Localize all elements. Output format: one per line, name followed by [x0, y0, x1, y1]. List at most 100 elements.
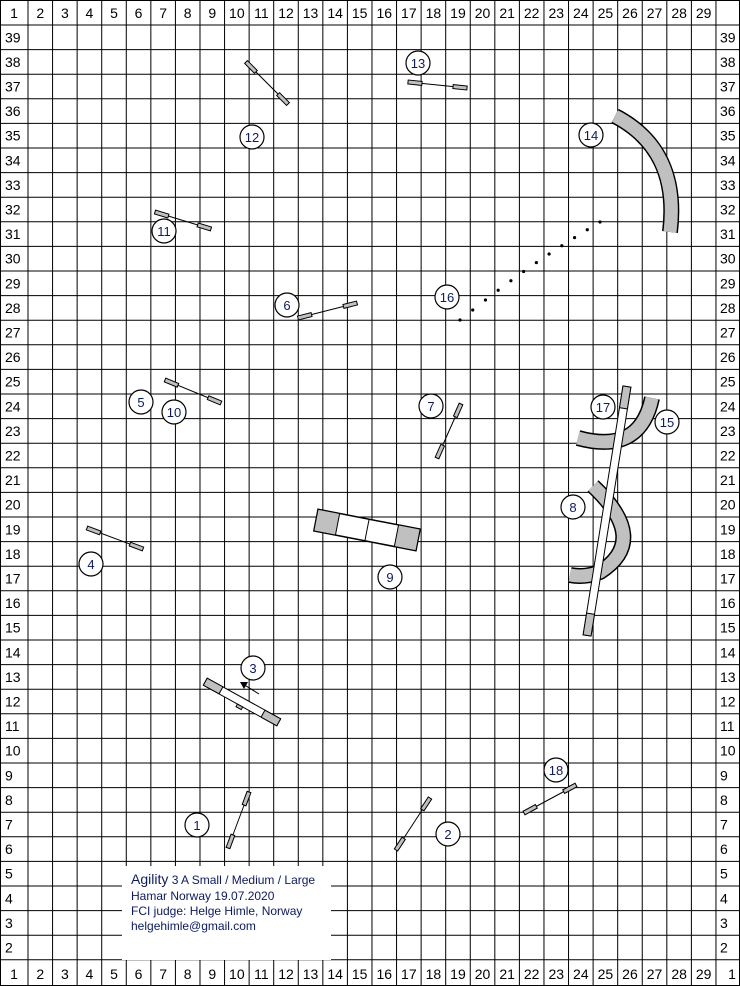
- row-label-left: 7: [5, 817, 13, 833]
- jump-wing: [419, 796, 433, 812]
- row-label-left: 3: [5, 915, 13, 931]
- row-label-left: 24: [5, 398, 21, 414]
- row-label-left: 5: [5, 866, 13, 882]
- row-label-right: 18: [720, 546, 736, 562]
- column-label-top: 28: [671, 5, 687, 21]
- row-label-left: 34: [5, 152, 21, 168]
- course-title: Agility: [131, 871, 169, 887]
- row-label-right: 27: [720, 325, 736, 341]
- column-label-top: 10: [229, 5, 245, 21]
- row-label-left: 16: [5, 595, 21, 611]
- jump-4: [85, 525, 145, 552]
- column-label-top: 22: [524, 5, 540, 21]
- row-label-right: 10: [720, 743, 736, 759]
- jump-wing: [243, 59, 259, 75]
- number-label: 18: [549, 763, 563, 778]
- row-label-right: 28: [720, 300, 736, 316]
- row-label-left: 25: [5, 374, 21, 390]
- jump-7: [434, 402, 464, 460]
- row-label-left: 26: [5, 349, 21, 365]
- row-label-right: 39: [720, 29, 736, 45]
- row-label-left: 39: [5, 29, 21, 45]
- column-label-bottom: 22: [524, 966, 540, 982]
- column-label-top: 21: [499, 5, 515, 21]
- number-circle: [543, 757, 569, 783]
- row-label-left: 23: [5, 423, 21, 439]
- row-label-left: 8: [5, 792, 13, 808]
- column-label-bottom: 12: [278, 966, 294, 982]
- column-label-top: 6: [135, 5, 143, 21]
- row-label-left: 11: [5, 718, 20, 734]
- row-label-right: 20: [720, 497, 736, 513]
- row-label-right: 31: [720, 226, 736, 242]
- number-label: 9: [386, 570, 393, 585]
- weave-pole: [458, 318, 462, 322]
- jump-13: [407, 79, 468, 91]
- column-label-top: 3: [61, 5, 69, 21]
- number-circle: [590, 394, 616, 420]
- obstacle-number-18: 18: [543, 757, 569, 783]
- number-label: 1: [193, 818, 200, 833]
- jump-wing: [522, 803, 538, 816]
- row-label-right: 21: [720, 472, 736, 488]
- row-label-right: 22: [720, 448, 736, 464]
- number-circle: [434, 284, 460, 310]
- obstacle-number-9: 9: [377, 564, 403, 590]
- row-label-right: 24: [720, 398, 736, 414]
- row-label-right: 6: [720, 841, 728, 857]
- column-label-bottom: 5: [110, 966, 118, 982]
- number-circle: [405, 50, 431, 76]
- row-label-right: 11: [720, 718, 735, 734]
- column-label-top: 23: [548, 5, 564, 21]
- number-circle: [128, 389, 154, 415]
- row-label-left: 28: [5, 300, 21, 316]
- number-circle: [578, 122, 604, 148]
- column-label-top: 4: [86, 5, 94, 21]
- tunnel-14-fill: [611, 110, 678, 233]
- number-circle: [654, 409, 680, 435]
- row-label-left: 38: [5, 54, 21, 70]
- column-label-top: 27: [647, 5, 663, 21]
- number-label: 14: [584, 128, 598, 143]
- course-info-box: Agility 3 A Small / Medium / Large Hamar…: [122, 866, 331, 960]
- row-label-right: 29: [720, 275, 736, 291]
- course-judge: FCI judge: Helge Himle, Norway: [131, 904, 303, 918]
- number-label: 4: [87, 557, 94, 572]
- number-label: 10: [167, 405, 181, 420]
- column-label-bottom: 4: [86, 966, 94, 982]
- number-label: 12: [245, 130, 259, 145]
- column-label-top: 16: [376, 5, 392, 21]
- number-label: 7: [427, 399, 434, 414]
- number-circle: [418, 393, 444, 419]
- row-label-left: 21: [5, 472, 21, 488]
- obstacle-number-8: 8: [560, 494, 586, 520]
- obstacle-number-5: 5: [128, 389, 154, 415]
- weave-pole: [560, 244, 564, 248]
- weave-pole: [509, 279, 513, 283]
- number-circle: [184, 812, 210, 838]
- row-label-right: 5: [720, 866, 728, 882]
- jump-wing: [393, 836, 407, 852]
- row-label-right: 25: [720, 374, 736, 390]
- row-label-left: 36: [5, 103, 21, 119]
- row-label-right: 38: [720, 54, 736, 70]
- obstacle-number-13: 13: [405, 50, 431, 76]
- weave-pole: [598, 220, 602, 224]
- jump-1: [225, 790, 252, 850]
- column-label-bottom: 15: [352, 966, 368, 982]
- row-label-left: 13: [5, 669, 21, 685]
- column-label-bottom: 9: [208, 966, 216, 982]
- row-label-left: 6: [5, 841, 13, 857]
- column-label-bottom: 3: [61, 966, 69, 982]
- obstacle-number-4: 4: [78, 551, 104, 577]
- row-label-right: 13: [720, 669, 736, 685]
- number-circle: [78, 551, 104, 577]
- weave-pole: [483, 298, 488, 302]
- row-label-left: 17: [5, 571, 21, 587]
- column-label-bottom: 26: [622, 966, 638, 982]
- jump-wing: [452, 402, 464, 419]
- jump-wing: [196, 222, 213, 232]
- weave-pole: [522, 269, 526, 274]
